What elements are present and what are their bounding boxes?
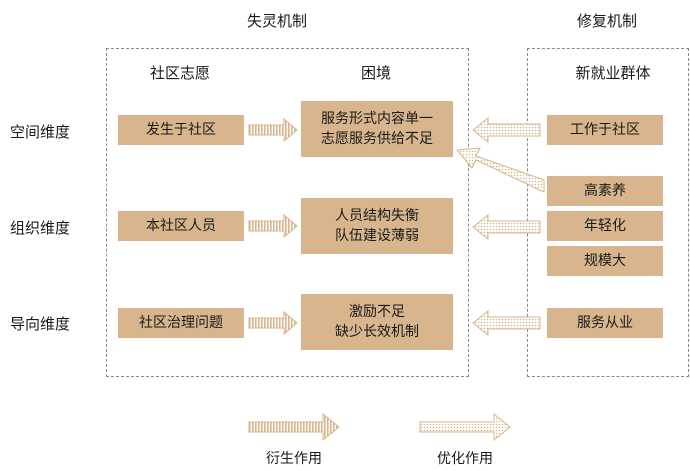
- legend-optimize-arrow: [419, 412, 511, 442]
- dilemma-line: 缺少长效机制: [335, 324, 419, 340]
- volunteer-box-orientation: 社区治理问题: [118, 308, 244, 338]
- repair-mechanism-title: 修复机制: [576, 12, 637, 30]
- dilemma-box-orientation: 激励不足 缺少长效机制: [301, 294, 453, 350]
- failure-mechanism-title: 失灵机制: [246, 12, 307, 30]
- group-box-service-industry: 服务从业: [547, 308, 663, 338]
- legend-optimize-label: 优化作用: [437, 451, 493, 467]
- derive-arrow-space: [248, 117, 298, 143]
- repair-panel: [527, 48, 689, 377]
- optimize-arrow-diagonal: [456, 147, 545, 193]
- row-label-space: 空间维度: [10, 123, 71, 141]
- derive-arrow-orientation: [248, 310, 298, 336]
- optimize-arrow-space: [472, 116, 541, 144]
- dilemma-line: 队伍建设薄弱: [335, 228, 419, 244]
- volunteer-box-organization: 本社区人员: [118, 211, 244, 241]
- dilemma-box-organization: 人员结构失衡 队伍建设薄弱: [301, 198, 453, 254]
- row-label-organization: 组织维度: [10, 219, 71, 237]
- group-box-high-quality: 高素养: [547, 176, 663, 206]
- column-header-dilemma: 困境: [360, 64, 391, 82]
- group-box-younger: 年轻化: [547, 211, 663, 241]
- column-header-volunteer: 社区志愿: [149, 64, 210, 82]
- dilemma-box-space: 服务形式内容单一 志愿服务供给不足: [301, 101, 453, 157]
- derive-arrow-organization: [248, 213, 298, 239]
- dilemma-line: 激励不足: [349, 304, 405, 320]
- optimize-arrow-organization: [472, 213, 541, 241]
- failure-panel: [106, 48, 469, 377]
- volunteer-box-space: 发生于社区: [118, 115, 244, 145]
- group-box-large-scale: 规模大: [547, 246, 663, 276]
- group-box-work-in-community: 工作于社区: [547, 115, 663, 145]
- legend-derive-arrow: [248, 412, 340, 442]
- dilemma-line: 人员结构失衡: [335, 208, 419, 224]
- dilemma-line: 志愿服务供给不足: [321, 131, 433, 147]
- column-header-new-employment-group: 新就业群体: [575, 64, 651, 82]
- optimize-arrow-orientation: [472, 309, 541, 337]
- row-label-orientation: 导向维度: [10, 315, 71, 333]
- dilemma-line: 服务形式内容单一: [321, 111, 433, 127]
- legend-derive-label: 衍生作用: [266, 451, 322, 467]
